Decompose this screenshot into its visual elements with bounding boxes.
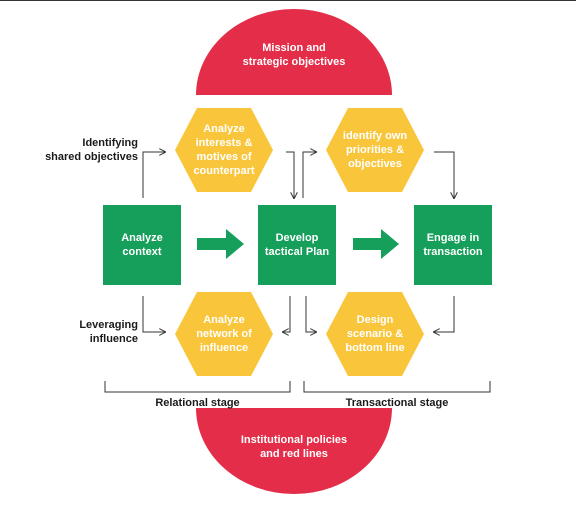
transactional-bracket [303,381,491,393]
box-develop-plan [258,205,336,285]
relational-bracket [104,381,291,393]
hexagon-priorities [326,108,424,192]
hexagon-network [175,292,273,376]
connector-arrows [142,152,454,332]
arrow-plan-to-engage [353,229,399,259]
box-engage [414,205,492,285]
mission-arc [196,9,392,95]
arrow-context-to-plan [197,229,244,259]
hexagon-interests [175,108,273,192]
box-analyze-context [103,205,181,285]
hexagon-scenario [326,292,424,376]
policies-arc [196,408,392,494]
